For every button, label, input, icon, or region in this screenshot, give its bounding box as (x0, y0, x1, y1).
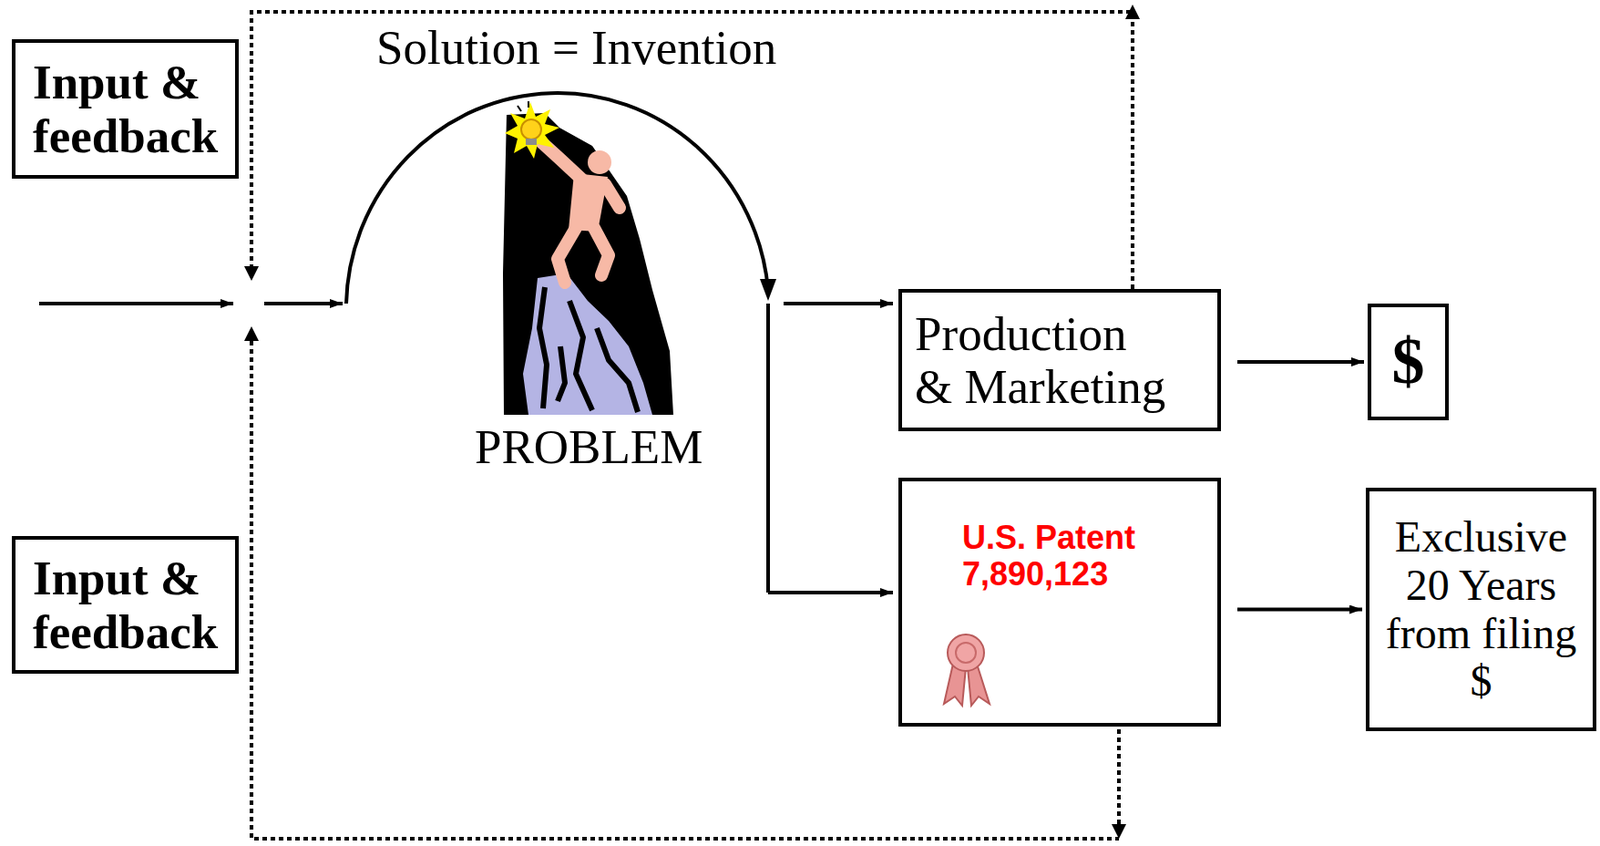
node-text: Exclusive 20 Years from filing $ (1378, 512, 1584, 706)
arc-arrowhead (759, 278, 777, 301)
bulb-base (525, 138, 537, 145)
problem-label: PROBLEM (474, 419, 703, 474)
node-text: $ (1392, 325, 1426, 398)
rock (523, 273, 653, 415)
input-box: Input & feedback (11, 535, 239, 674)
patent-box: U.S. Patent 7,890,123 (898, 477, 1221, 727)
feedback-arrowhead (244, 326, 259, 341)
node-text: Input & feedback (32, 551, 230, 658)
climber-head (587, 150, 612, 175)
climber-torso (568, 173, 608, 232)
flow-lines (39, 92, 893, 593)
input-box: Input & feedback (11, 39, 239, 179)
flow-arrow (1237, 359, 1365, 364)
input-arrow (264, 301, 343, 306)
ribbon-icon (943, 634, 990, 706)
feedback-arrowhead (244, 266, 259, 281)
feedback-loops (251, 11, 1133, 839)
arc-label: Solution = Invention (376, 20, 777, 75)
connectors (1237, 361, 1365, 610)
input-arrow (39, 301, 234, 306)
idea-burst (504, 102, 560, 159)
feedback-arrowhead (1125, 4, 1140, 20)
node-text: Production & Marketing (914, 307, 1171, 414)
split-line (766, 303, 770, 593)
node-text: U.S. Patent 7,890,123 (962, 519, 1172, 592)
rock-cracks (539, 287, 638, 412)
climber-illustration (502, 101, 674, 415)
climber-figure (537, 138, 620, 283)
node-text: Input & feedback (32, 55, 230, 163)
output-arrow (783, 301, 893, 306)
money-box: $ (1367, 303, 1449, 421)
feedback-arrowhead (1111, 823, 1127, 839)
result-box: Exclusive 20 Years from filing $ (1365, 487, 1597, 731)
flow-arrow (1237, 607, 1363, 612)
feedback-line (251, 11, 1133, 289)
process-box: Production & Marketing (898, 288, 1221, 431)
output-arrow (768, 590, 893, 595)
cliff-shadow (502, 112, 674, 415)
bulb-rays (517, 101, 529, 112)
feedback-line (1117, 728, 1121, 826)
light-bulb (521, 119, 542, 140)
